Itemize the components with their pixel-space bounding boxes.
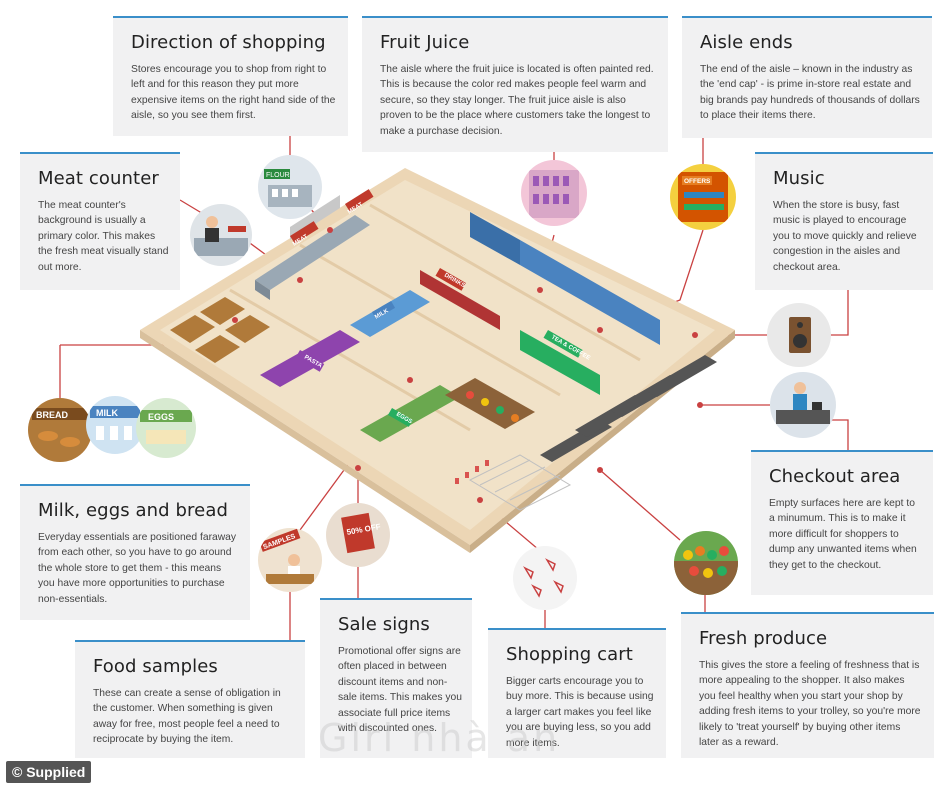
card-fruit-juice: Fruit Juice The aisle where the fruit ju… [362,16,668,152]
card-title: Direction of shopping [131,32,326,53]
bread-thumbnail: BREAD [28,398,92,462]
card-direction-of-shopping: Direction of shopping Stores encourage y… [113,16,348,136]
card-checkout-area: Checkout area Empty surfaces here are ke… [751,450,933,595]
sign-flour: FLOUR [266,172,290,179]
speaker-thumbnail [767,303,831,367]
card-body: When the store is busy, fast music is pl… [773,200,917,273]
card-body: Stores encourage you to shop from right … [131,64,336,122]
milk-thumbnail: MILK [86,396,144,454]
card-body: The aisle where the fruit juice is locat… [380,64,654,137]
card-body: Bigger carts encourage you to buy more. … [506,676,654,749]
card-title: Fruit Juice [380,32,470,53]
card-body: These can create a sense of obligation i… [93,688,281,746]
card-food-samples: Food samples These can create a sense of… [75,640,305,758]
card-body: Everyday essentials are positioned faraw… [38,532,237,605]
eggs-thumbnail: EGGS [136,398,196,458]
checkout-thumbnail [770,372,836,438]
juice-fridge-thumbnail [521,160,587,226]
card-body: Empty surfaces here are kept to a minumu… [769,498,917,571]
card-body: Promotional offer signs are often placed… [338,646,462,735]
shopping-cart-thumbnail [513,546,577,610]
samples-thumbnail: SAMPLES [258,528,322,592]
card-fresh-produce: Fresh produce This gives the store a fee… [681,612,934,758]
watermark: Girl nhà an [318,716,561,760]
card-shopping-cart: Shopping cart Bigger carts encourage you… [488,628,666,758]
image-credit: © Supplied [6,761,92,783]
card-title: Sale signs [338,614,430,635]
card-title: Milk, eggs and bread [38,500,228,521]
flour-shelf-thumbnail: FLOUR [258,155,322,219]
card-aisle-ends: Aisle ends The end of the aisle – known … [682,16,932,138]
sign-offers: OFFERS [684,178,711,185]
sign-eggs-thumb: EGGS [148,412,174,422]
card-body: This gives the store a feeling of freshn… [699,660,921,749]
discount-sign-thumbnail: 50% OFF [326,503,390,567]
card-title: Aisle ends [700,32,793,53]
sign-milk-thumb: MILK [96,408,118,418]
fresh-produce-thumbnail [674,531,738,595]
card-sale-signs: Sale signs Promotional offer signs are o… [320,598,472,758]
card-milk-eggs-bread: Milk, eggs and bread Everyday essentials… [20,484,250,620]
card-body: The end of the aisle – known in the indu… [700,64,920,122]
connector-dots [232,227,703,503]
card-title: Fresh produce [699,628,828,649]
card-title: Checkout area [769,466,901,487]
card-title: Meat counter [38,168,159,189]
card-meat-counter: Meat counter The meat counter's backgrou… [20,152,180,290]
sign-bread: BREAD [36,410,69,420]
card-music: Music When the store is busy, fast music… [755,152,933,290]
card-title: Food samples [93,656,218,677]
card-body: The meat counter's background is usually… [38,200,169,273]
card-title: Music [773,168,825,189]
store-floor-plan: MEAT MEAT DRINKS MILK PASTA TEA & COFFEE… [140,168,735,553]
meat-counter-thumbnail [190,204,252,266]
card-title: Shopping cart [506,644,633,665]
end-cap-thumbnail: OFFERS [670,164,736,230]
